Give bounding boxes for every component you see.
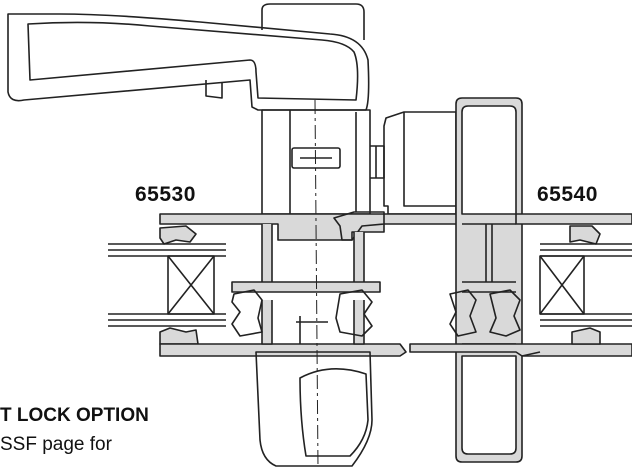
lock-handle-lever (7, 3, 370, 111)
caption-page-reference: SSF page for (0, 434, 112, 455)
glazing-unit-right (539, 243, 632, 327)
centre-line (314, 99, 319, 469)
lock-body (261, 109, 457, 215)
profile-65530 (159, 211, 463, 357)
part-number-right: 65540 (537, 183, 598, 206)
interior-handle-cover (255, 351, 373, 467)
part-number-left: 65530 (135, 183, 196, 206)
caption-lock-option: T LOCK OPTION (0, 405, 149, 426)
profile-65540 (409, 97, 632, 463)
glazing-unit-left (108, 243, 226, 327)
